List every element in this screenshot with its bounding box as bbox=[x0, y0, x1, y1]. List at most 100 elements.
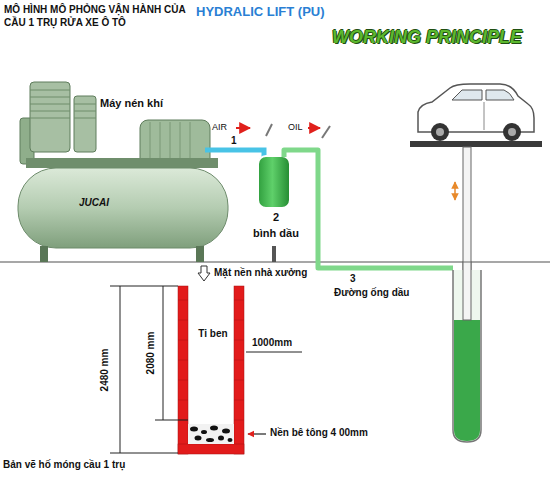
concrete-base bbox=[188, 424, 234, 444]
foundation-pit bbox=[178, 340, 188, 341]
foundation-pit bbox=[178, 444, 244, 454]
oil-pipe bbox=[284, 150, 453, 268]
air-compressor bbox=[180, 122, 181, 164]
air-compressor bbox=[30, 82, 70, 152]
foundation-pit bbox=[178, 286, 244, 454]
hydraulic-cylinder bbox=[463, 262, 471, 320]
motion-arrow bbox=[454, 182, 456, 200]
foundation-pit bbox=[178, 300, 188, 301]
foundation-pit bbox=[178, 286, 188, 454]
car bbox=[503, 123, 521, 141]
air-compressor bbox=[30, 111, 70, 112]
concrete-base bbox=[190, 427, 198, 432]
foundation-pit bbox=[178, 320, 188, 321]
air-compressor bbox=[30, 90, 70, 118]
concrete-base bbox=[188, 424, 234, 444]
foundation-pit bbox=[178, 400, 188, 401]
oil-tank bbox=[258, 156, 290, 208]
part-label: Ti ben bbox=[188, 328, 238, 339]
oil-arrow bbox=[308, 127, 320, 129]
foundation-pit bbox=[178, 300, 244, 420]
callout-number: 3 bbox=[350, 273, 356, 286]
air-compressor bbox=[18, 168, 228, 248]
air-compressor bbox=[160, 122, 161, 164]
car bbox=[508, 128, 516, 136]
air-compressor bbox=[74, 111, 96, 112]
oil-tank-box: 2bình dầu bbox=[248, 140, 304, 248]
valve bbox=[266, 124, 272, 136]
air-compressor bbox=[150, 122, 151, 164]
ground-label: Mặt nền nhà xưởng bbox=[214, 267, 307, 280]
air-arrow bbox=[236, 127, 250, 129]
foundation-pit bbox=[234, 400, 244, 401]
car bbox=[452, 90, 482, 100]
air-compressor bbox=[74, 104, 96, 118]
flow-label: AIR bbox=[212, 122, 227, 133]
foundation-pit bbox=[178, 380, 188, 381]
callout-number: 1 bbox=[231, 135, 237, 148]
air-compressor bbox=[74, 118, 96, 119]
concrete-base bbox=[206, 438, 214, 442]
air-compressor bbox=[30, 104, 70, 105]
car bbox=[418, 84, 534, 141]
concrete-base bbox=[228, 438, 233, 442]
concrete-base bbox=[218, 436, 224, 441]
air-compressor bbox=[74, 104, 96, 105]
dimension-line bbox=[155, 420, 188, 421]
foundation-pit bbox=[234, 300, 244, 301]
concrete-base bbox=[195, 436, 202, 441]
dimension-label: 1000mm bbox=[252, 337, 292, 350]
concrete-base bbox=[201, 430, 207, 434]
brand-text: JUCAI bbox=[79, 197, 109, 208]
concrete-base bbox=[222, 429, 230, 434]
dimension-line bbox=[246, 352, 302, 353]
part-label: Nền bê tông 4 00mm bbox=[270, 427, 368, 440]
flow-label: OIL bbox=[288, 122, 303, 133]
ground-marker bbox=[198, 266, 210, 281]
foundation-pit bbox=[234, 286, 244, 454]
dimension-label: 2480 mm bbox=[99, 349, 112, 392]
car bbox=[436, 128, 444, 136]
foundation-pit bbox=[234, 380, 244, 381]
concrete-base bbox=[210, 426, 218, 431]
pipe-label: Đường ống dầu bbox=[334, 287, 409, 300]
oil-tank bbox=[272, 246, 276, 262]
air-compressor bbox=[30, 90, 70, 91]
foundation-pit bbox=[234, 420, 244, 421]
air-compressor bbox=[26, 158, 218, 168]
air-pipe bbox=[248, 150, 264, 157]
subtitle: WORKING PRINCIPLE bbox=[332, 26, 522, 49]
title: HYDRALIC LIFT (PU) bbox=[196, 4, 325, 20]
air-pipe bbox=[220, 148, 248, 153]
caption-note: MÔ HÌNH MÔ PHỎNG VẬN HÀNH CỦA CẦU 1 TRỤ … bbox=[4, 4, 196, 29]
valve bbox=[322, 126, 330, 138]
air-compressor bbox=[190, 122, 191, 164]
foundation-pit bbox=[178, 360, 188, 361]
drawing-title: Bản vẽ hố móng cầu 1 trụ bbox=[3, 459, 125, 472]
oil-tank bbox=[258, 156, 290, 262]
car bbox=[486, 90, 514, 100]
foundation-pit bbox=[234, 340, 244, 341]
air-compressor bbox=[205, 148, 220, 153]
foundation-pit bbox=[234, 320, 244, 321]
lift-post bbox=[463, 147, 471, 320]
dimension-line bbox=[163, 286, 164, 420]
air-compressor bbox=[18, 82, 228, 262]
air-compressor bbox=[74, 96, 96, 152]
air-compressor bbox=[30, 97, 70, 98]
car bbox=[484, 102, 485, 130]
lift-platform bbox=[410, 141, 542, 147]
air-compressor bbox=[40, 246, 48, 262]
car bbox=[431, 123, 449, 141]
dimension-line bbox=[110, 286, 178, 287]
callout-number: 2 bbox=[248, 211, 304, 223]
pit-box: Ti ben bbox=[188, 290, 238, 422]
dimension-label: 2080 mm bbox=[145, 332, 158, 375]
concrete-base bbox=[190, 426, 233, 443]
leader-arrow bbox=[248, 433, 266, 434]
hydraulic-cylinder bbox=[453, 262, 481, 442]
